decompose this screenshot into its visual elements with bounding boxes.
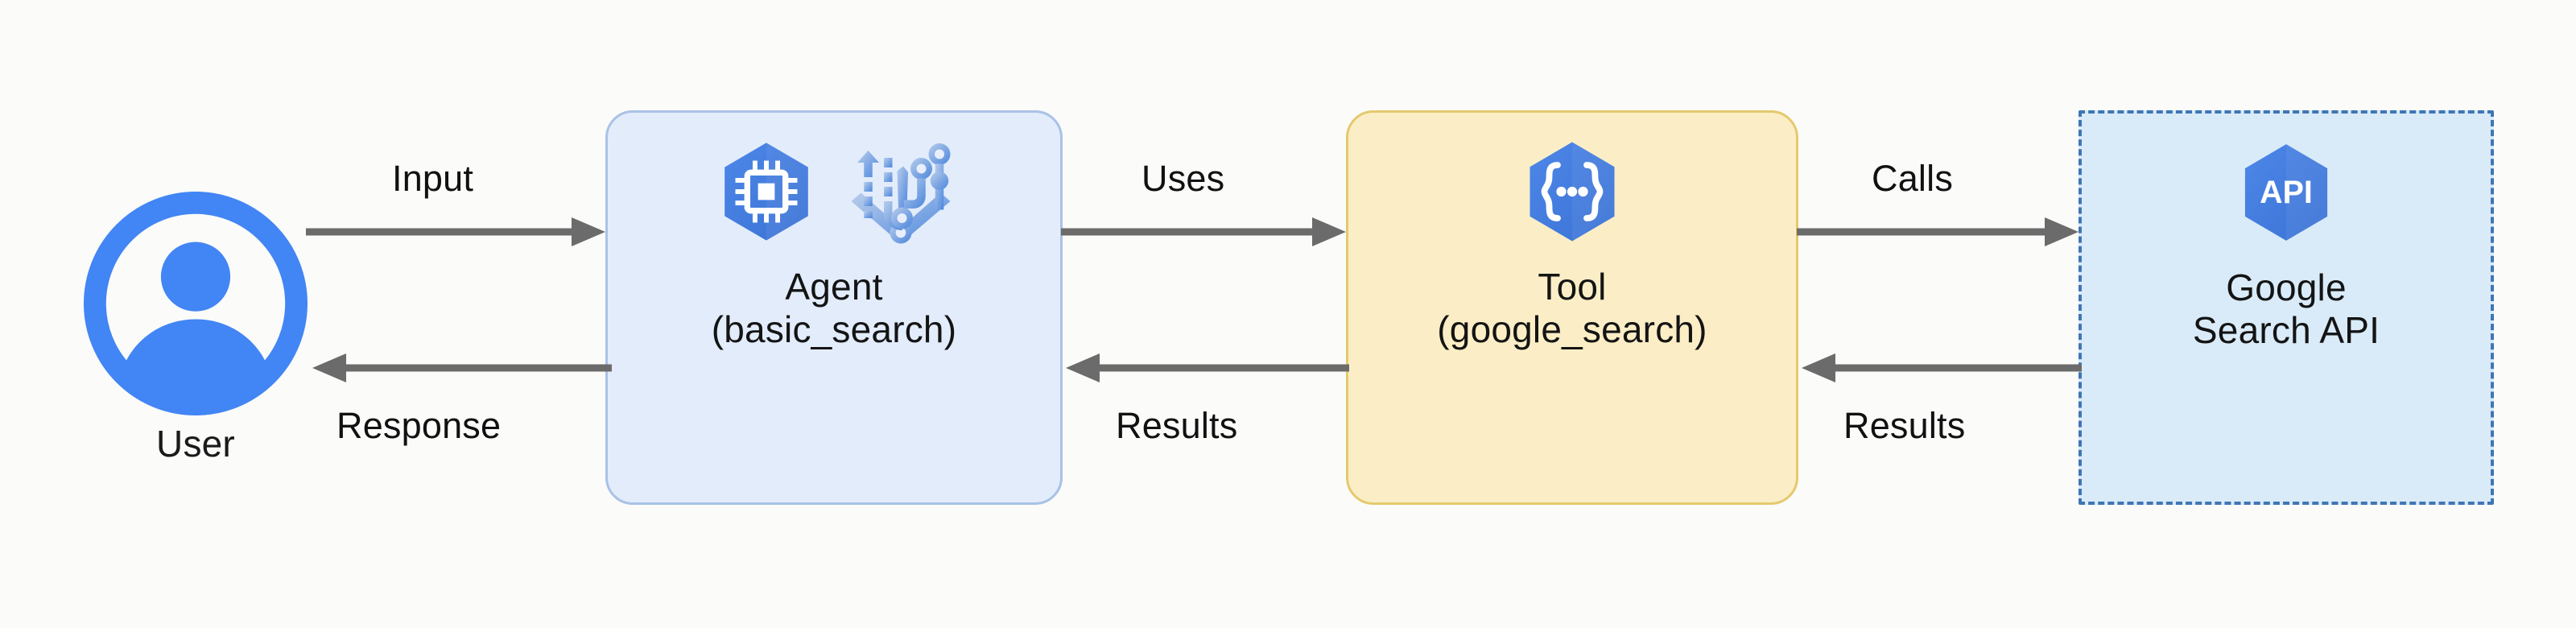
agent-subtitle: (basic_search): [711, 308, 957, 351]
google-api-icons: API: [2227, 136, 2345, 249]
node-tool[interactable]: Tool (google_search): [1346, 110, 1798, 505]
agent-title: Agent: [785, 266, 883, 308]
agent-title-block: Agent (basic_search): [712, 266, 956, 352]
edge-user-to-agent: [306, 216, 612, 248]
edge-label-results-tool-agent: Results: [1116, 405, 1238, 446]
google-api-subtitle: Search API: [2192, 309, 2380, 352]
node-agent[interactable]: Agent (basic_search): [605, 110, 1063, 505]
api-hexagon-text: API: [2260, 175, 2313, 210]
vertex-ai-pipeline-icon: [840, 131, 961, 252]
user-avatar-icon: [84, 192, 308, 415]
gcp-hexagon-api-icon: API: [2227, 134, 2345, 251]
node-google-search-api[interactable]: API Google Search API: [2079, 110, 2494, 505]
edge-label-results-api-tool: Results: [1843, 405, 1966, 446]
agent-icons: [707, 135, 961, 248]
edge-agent-to-tool: [1061, 216, 1351, 248]
node-user[interactable]: [84, 192, 308, 415]
edge-label-calls: Calls: [1872, 158, 1954, 199]
node-user-label: User: [156, 423, 235, 465]
edge-label-response: Response: [336, 405, 502, 446]
tool-title: Tool: [1538, 266, 1607, 308]
edge-agent-to-user: [308, 352, 612, 384]
edge-api-to-tool: [1797, 352, 2083, 384]
tool-icons: [1512, 135, 1633, 248]
edge-label-uses: Uses: [1141, 158, 1225, 199]
edge-label-input: Input: [392, 158, 474, 199]
tool-subtitle: (google_search): [1437, 308, 1707, 351]
google-api-title: Google: [2226, 266, 2347, 308]
edge-tool-to-api: [1797, 216, 2083, 248]
edge-tool-to-agent: [1061, 352, 1351, 384]
gcp-hexagon-braces-icon: [1512, 131, 1633, 252]
gcp-hexagon-cpu-icon: [707, 132, 826, 251]
tool-title-block: Tool (google_search): [1437, 266, 1707, 352]
google-api-title-block: Google Search API: [2193, 266, 2380, 353]
